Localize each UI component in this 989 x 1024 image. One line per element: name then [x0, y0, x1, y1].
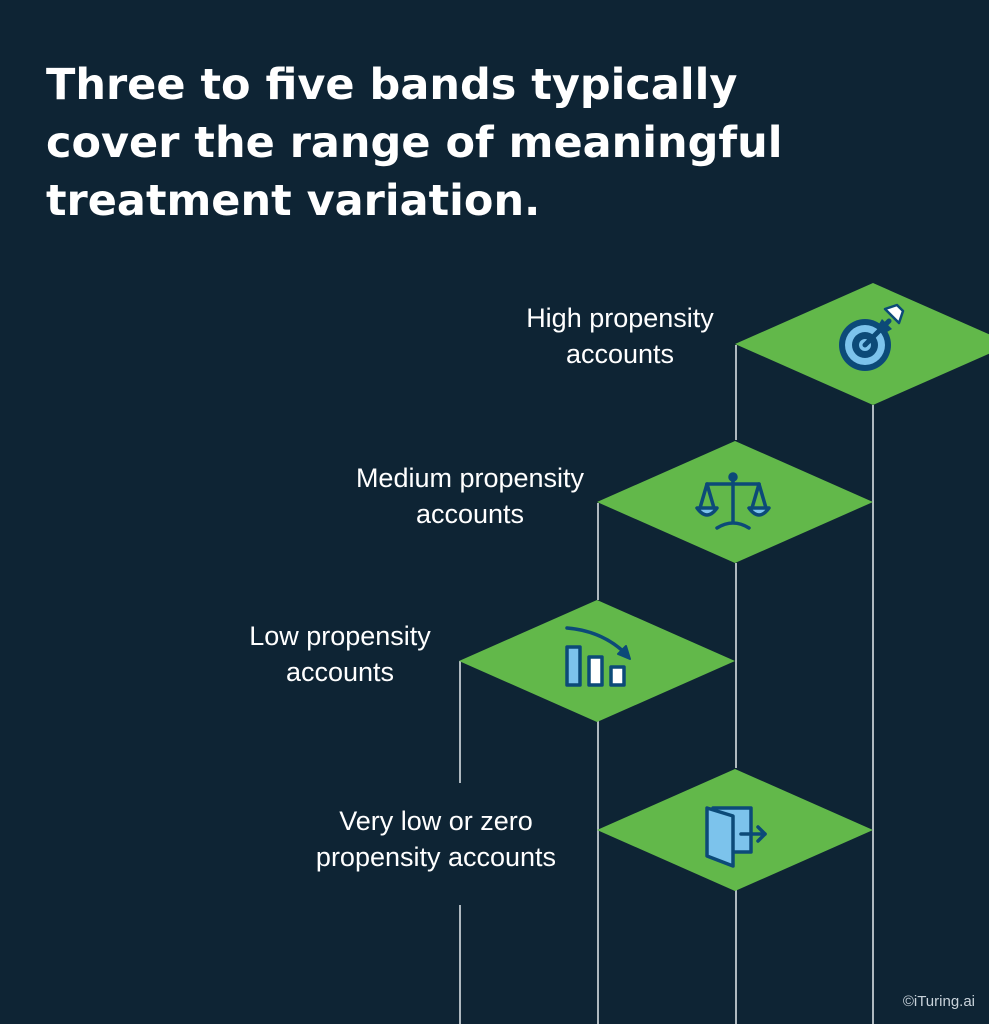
band-label-low-line-2: accounts	[285, 657, 395, 687]
band-label-high-propensity: High propensity accounts	[500, 300, 740, 372]
diamond-medium-propensity	[597, 441, 873, 563]
headline-line-3: treatment variation.	[46, 176, 541, 226]
band-label-low-line-1: Low propensity	[249, 621, 431, 651]
band-label-high-line-2: accounts	[565, 339, 675, 369]
exit-door-icon	[705, 806, 767, 868]
band-label-medium-line-2: accounts	[415, 499, 525, 529]
band-label-medium-line-1: Medium propensity	[355, 463, 585, 493]
connector-lines	[459, 345, 874, 1024]
band-label-very-low-propensity: Very low or zero propensity accounts	[290, 803, 582, 875]
headline: Three to five bands typically cover the …	[46, 56, 806, 230]
band-label-low-propensity: Low propensity accounts	[220, 618, 460, 690]
copyright-credit: ©iTuring.ai	[902, 993, 975, 1010]
target-arrow-icon	[839, 303, 905, 371]
declining-bar-chart-icon	[565, 626, 631, 687]
band-label-high-line-1: High propensity	[526, 303, 714, 333]
band-label-very-low-line-2: propensity accounts	[315, 842, 557, 872]
band-label-medium-propensity: Medium propensity accounts	[330, 460, 610, 532]
headline-line-1: Three to five bands typically	[46, 60, 738, 110]
diamonds	[459, 283, 989, 891]
balance-scale-icon	[695, 472, 771, 530]
band-label-very-low-line-1: Very low or zero	[339, 806, 533, 836]
headline-line-2: cover the range of meaningful	[46, 118, 783, 168]
